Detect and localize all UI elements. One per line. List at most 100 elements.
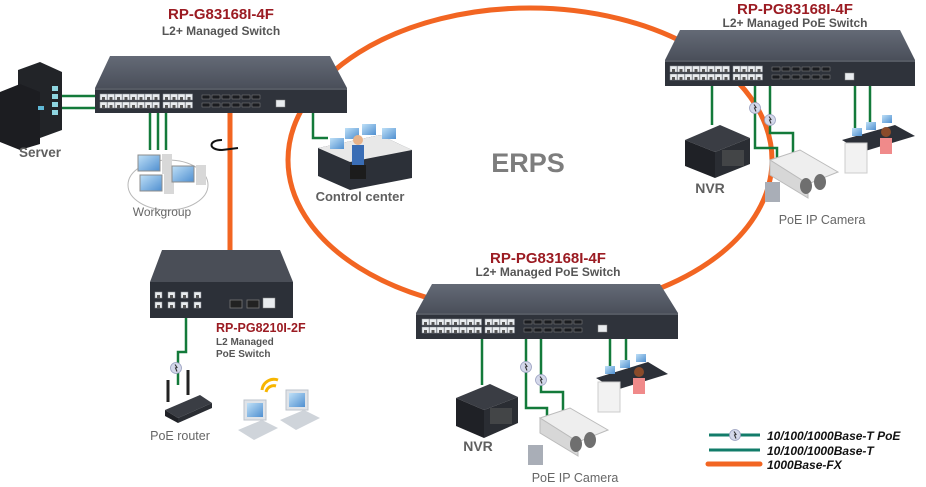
sfp-port	[811, 66, 821, 72]
ethernet-port	[99, 93, 108, 101]
ethernet-port	[107, 93, 115, 101]
control-center-icon	[318, 124, 412, 190]
ethernet-port	[755, 73, 763, 81]
ethernet-port	[669, 65, 678, 73]
sfp-port	[771, 66, 781, 72]
ethernet-port	[507, 326, 515, 334]
ethernet-port	[162, 93, 171, 101]
sfp-port	[781, 74, 791, 80]
sfp-port	[523, 327, 533, 333]
sfp-port	[821, 66, 831, 72]
server-icon	[0, 62, 62, 150]
ethernet-port	[152, 101, 160, 109]
ethernet-port	[707, 65, 715, 73]
poe-camera-right-label: PoE IP Camera	[779, 213, 866, 227]
workgroup-icon	[127, 154, 209, 211]
ethernet-port	[740, 65, 748, 73]
ethernet-port	[170, 93, 178, 101]
sfp-port	[563, 327, 573, 333]
sfp-port	[573, 327, 583, 333]
ethernet-port	[170, 101, 178, 109]
sfp-port	[801, 66, 811, 72]
ethernet-port	[499, 326, 508, 334]
ethernet-port	[732, 65, 741, 73]
poe-router-label: PoE router	[150, 429, 210, 443]
legend-item-fiber: 1000Base-FX	[705, 458, 843, 472]
ethernet-port	[474, 326, 482, 334]
wifi-icon	[260, 377, 279, 393]
ethernet-port	[193, 291, 202, 299]
sfp-port	[231, 94, 241, 100]
sfp-port	[553, 327, 563, 333]
ethernet-port	[185, 101, 193, 109]
copper-link-small-switch-to-router	[176, 318, 188, 385]
erps-title: ERPS	[491, 148, 565, 178]
ethernet-port	[167, 291, 176, 299]
core-switch[interactable]	[95, 56, 347, 113]
small-switch[interactable]	[150, 250, 293, 318]
svg-text:10/100/1000Base-T PoE: 10/100/1000Base-T PoE	[767, 429, 901, 443]
ethernet-port	[177, 93, 186, 101]
sfp-port	[771, 74, 781, 80]
poe-badge-icon	[748, 101, 762, 115]
ethernet-port	[755, 65, 763, 73]
ethernet-port	[492, 318, 500, 326]
poe-switch-right[interactable]	[665, 30, 915, 86]
sfp-port	[573, 319, 583, 325]
ethernet-port	[180, 301, 189, 309]
ethernet-port	[154, 301, 163, 309]
sfp-port	[801, 74, 811, 80]
ethernet-port	[154, 291, 163, 299]
sfp-port	[251, 94, 261, 100]
ethernet-port	[107, 101, 115, 109]
laptop-icon	[280, 389, 320, 430]
ethernet-port	[436, 318, 445, 326]
sfp-port	[221, 94, 231, 100]
ethernet-port	[484, 318, 493, 326]
ethernet-port	[180, 291, 189, 299]
poe-switch-bottom-model: RP-PG83168I-4F	[490, 250, 606, 267]
small-switch-description-1: L2 Managed	[216, 337, 274, 348]
ethernet-port	[444, 326, 452, 334]
poe-badge-icon	[169, 361, 183, 375]
poe-camera-bottom-icon	[528, 407, 610, 465]
copper-links-core	[62, 94, 328, 150]
ethernet-port	[677, 73, 685, 81]
ethernet-port	[129, 101, 138, 109]
small-switch-model: RP-PG8210I-2F	[216, 321, 306, 335]
ethernet-port	[677, 65, 685, 73]
ethernet-port	[167, 301, 176, 309]
ethernet-port	[421, 326, 430, 334]
ethernet-port	[137, 101, 145, 109]
ethernet-port	[466, 318, 475, 326]
ethernet-port	[162, 101, 171, 109]
server-label: Server	[19, 145, 62, 160]
poe-switch-bottom[interactable]	[416, 284, 678, 339]
ethernet-port	[747, 65, 756, 73]
poe-camera-right-icon	[765, 149, 840, 202]
ethernet-port	[507, 318, 515, 326]
ethernet-port	[692, 65, 700, 73]
sfp-port	[241, 102, 251, 108]
ethernet-port	[722, 65, 730, 73]
svg-text:1000Base-FX: 1000Base-FX	[767, 458, 843, 472]
poe-camera-bottom-label: PoE IP Camera	[532, 471, 619, 485]
legend: 10/100/1000Base-T PoE 10/100/1000Base-T …	[705, 428, 901, 472]
ethernet-port	[484, 326, 493, 334]
nvr-right-label: NVR	[695, 180, 725, 196]
ethernet-port	[684, 73, 693, 81]
sfp-port	[791, 66, 801, 72]
poe-switch-bottom-description: L2+ Managed PoE Switch	[475, 265, 620, 279]
sfp-port	[201, 94, 211, 100]
workgroup-label: Workgroup	[133, 205, 192, 219]
sfp-port	[241, 94, 251, 100]
core-switch-model: RP-G83168I-4F	[168, 6, 274, 23]
ethernet-port	[459, 326, 467, 334]
poe-badge-icon	[534, 373, 548, 387]
ethernet-port	[429, 318, 437, 326]
sfp-port	[811, 74, 821, 80]
ethernet-port	[699, 73, 708, 81]
poe-badge-icon	[763, 113, 777, 127]
sfp-port	[201, 102, 211, 108]
ethernet-port	[451, 326, 460, 334]
